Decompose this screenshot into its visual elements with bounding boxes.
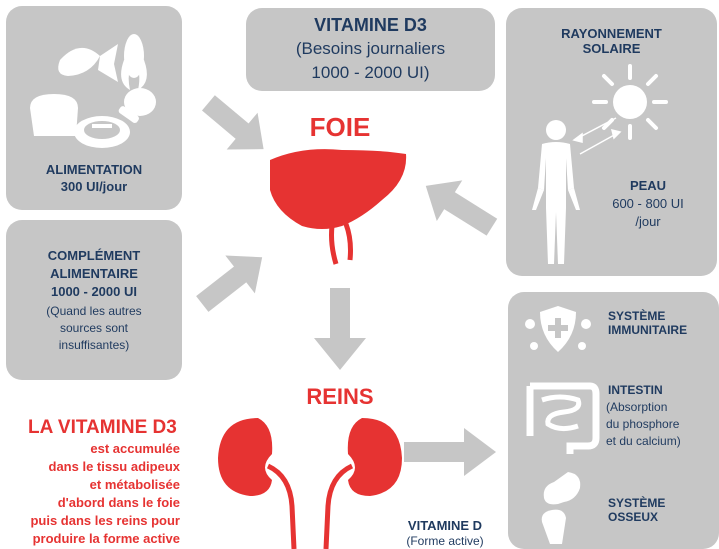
intestine-note3: et du calcium) [606,434,681,448]
sunlight-title2: SOLAIRE [506,41,717,56]
skin-label: PEAU [600,178,696,193]
food-icon [20,20,170,150]
bone-joint-icon [528,470,590,546]
sunlight-title1: RAYONNEMENT [506,26,717,41]
arrow-food-to-liver [196,86,276,166]
supplement-line2: ALIMENTAIRE [6,266,182,281]
note-line2: dans le tissu adipeux [0,459,180,474]
note-line3: et métabolisée [0,477,180,492]
requirements-title: VITAMINE D3 [246,15,495,36]
food-label: ALIMENTATION [6,162,182,177]
supplement-note2: sources sont [6,321,182,335]
food-amount: 300 UI/jour [6,179,182,194]
note-line6: produire la forme active [0,531,180,546]
human-body-icon [524,118,588,268]
supplement-note3: insuffisantes) [6,338,182,352]
liver-label: FOIE [300,112,380,143]
arrow-kidneys-to-effects [404,426,498,478]
intestine-note2: du phosphore [606,417,679,431]
immune-label2: IMMUNITAIRE [608,323,687,337]
arrow-supplement-to-liver [190,240,276,320]
kidneys-icon [210,410,410,549]
kidneys-label: REINS [290,384,390,410]
supplement-box [6,220,182,380]
supplement-note1: (Quand les autres [6,304,182,318]
requirements-line1: (Besoins journaliers [246,39,495,59]
intestine-note1: (Absorption [606,400,667,414]
note-line4: d'abord dans le foie [0,495,180,510]
supplement-line3: 1000 - 2000 UI [6,284,182,299]
skin-amount1: 600 - 800 UI [596,196,700,211]
arrow-liver-to-kidneys [314,288,366,372]
intestine-label: INTESTIN [608,383,663,397]
requirements-line2: 1000 - 2000 UI) [246,63,495,83]
active-form-subtitle: (Forme active) [388,534,502,548]
note-title: LA VITAMINE D3 [28,417,177,439]
supplement-line1: COMPLÉMENT [6,248,182,263]
note-line1: est accumulée [0,441,180,456]
bone-label1: SYSTÈME [608,496,665,510]
skin-amount2: /jour [596,214,700,229]
immune-label1: SYSTÈME [608,309,665,323]
active-form-title: VITAMINE D [390,518,500,533]
bone-label2: OSSEUX [608,510,658,524]
liver-icon [262,140,412,270]
note-line5: puis dans les reins pour [0,513,180,528]
arrow-sun-to-liver [414,166,502,246]
immune-shield-icon [522,302,594,358]
intestine-icon [520,376,600,456]
